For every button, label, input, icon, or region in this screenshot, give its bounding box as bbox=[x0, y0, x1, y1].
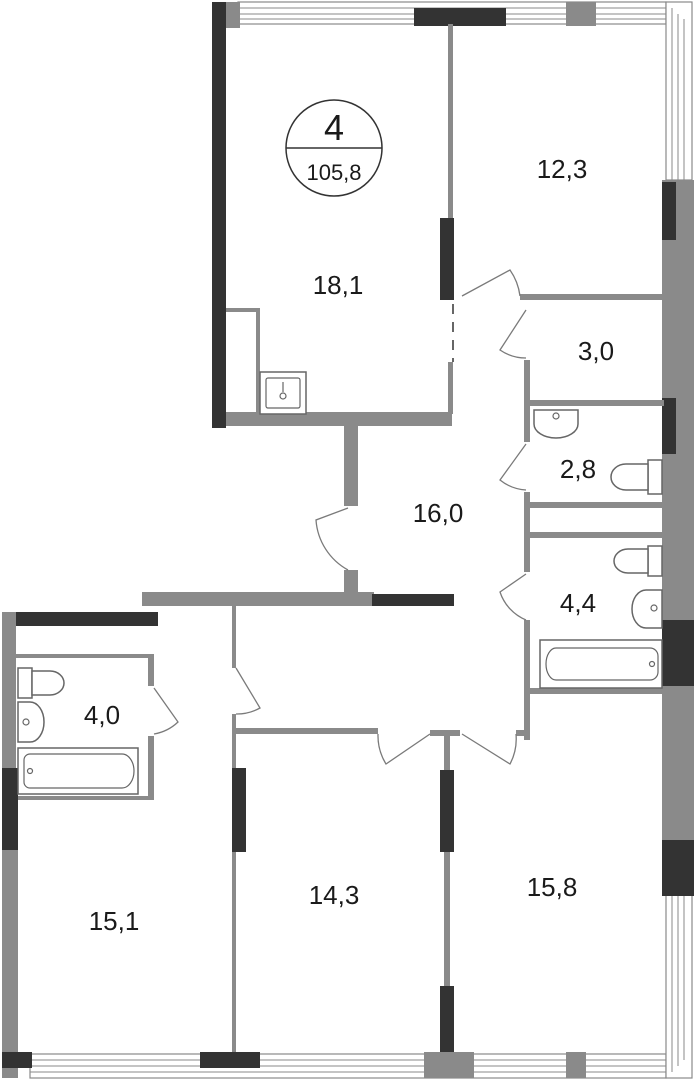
toilet-icon bbox=[613, 545, 663, 577]
room-area-hall: 16,0 bbox=[413, 498, 464, 528]
room-area-bedroom-sw: 15,1 bbox=[89, 906, 140, 936]
door-living bbox=[461, 269, 521, 297]
washbasin-icon bbox=[17, 701, 45, 743]
room-area-living: 18,1 bbox=[313, 270, 364, 300]
toilet-icon bbox=[17, 667, 65, 699]
room-area-bathroom-e: 4,4 bbox=[560, 588, 596, 618]
sink-icon bbox=[259, 371, 307, 415]
room-area-storage: 3,0 bbox=[578, 336, 614, 366]
windows bbox=[29, 1, 693, 1079]
doors bbox=[153, 269, 527, 765]
door-wc bbox=[499, 443, 527, 491]
washbasin-icon bbox=[631, 589, 663, 629]
door-bedroom-se bbox=[461, 733, 517, 765]
room-area-bedroom-se: 15,8 bbox=[527, 872, 578, 902]
door-bath-e bbox=[499, 573, 527, 621]
room-area-bedroom-s: 14,3 bbox=[309, 880, 360, 910]
door-storage bbox=[499, 309, 527, 359]
door-hall-entry bbox=[315, 507, 349, 571]
door-bedroom-sw bbox=[235, 667, 261, 715]
rooms-count: 4 bbox=[324, 107, 344, 148]
window-right-lower bbox=[665, 889, 693, 1079]
room-area-bedroom-ne: 12,3 bbox=[537, 154, 588, 184]
fixtures bbox=[17, 371, 663, 795]
room-area-wc: 2,8 bbox=[560, 454, 596, 484]
apartment-badge: 4 105,8 bbox=[285, 99, 383, 197]
room-labels: 18,1 12,3 3,0 2,8 16,0 4,4 4,0 15,1 14,3… bbox=[84, 154, 614, 936]
door-bath-w bbox=[153, 687, 179, 735]
toilet-icon bbox=[610, 459, 663, 495]
bathtub-icon bbox=[17, 747, 139, 795]
washbasin-icon bbox=[533, 409, 579, 439]
total-area: 105,8 bbox=[306, 160, 361, 185]
room-area-bathroom-w: 4,0 bbox=[84, 700, 120, 730]
door-bedroom-s bbox=[377, 733, 431, 765]
window-right bbox=[665, 1, 693, 181]
bathtub-icon bbox=[539, 639, 663, 689]
